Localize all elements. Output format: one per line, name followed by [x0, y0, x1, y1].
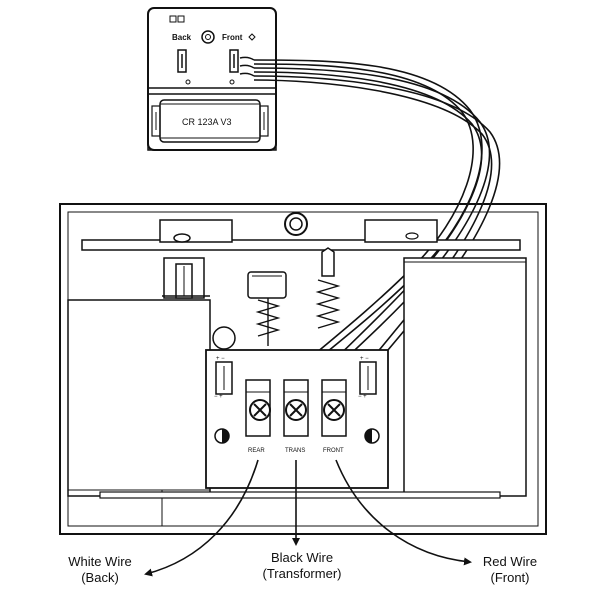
bottom-rail: [99, 491, 501, 499]
wire-loop: [239, 72, 255, 77]
program-button[interactable]: [201, 30, 215, 44]
trans-terminal[interactable]: [283, 379, 309, 437]
left-tone-bar: [67, 299, 211, 497]
wire-red: [253, 75, 501, 409]
front-terminal-label: FRONT: [323, 448, 344, 454]
indicator-square: [169, 15, 177, 23]
red-wire-arrow: [335, 459, 472, 566]
indicator-square: [177, 15, 185, 23]
trans-terminal-label: TRANS: [285, 448, 305, 454]
wire-bundle: [253, 59, 501, 411]
svg-text:+ −: + −: [216, 356, 225, 362]
wire-red-edge: [253, 79, 493, 405]
plunger-cap: [247, 271, 287, 299]
diamond-icon: [248, 33, 256, 41]
white-wire-sublabel: (Back): [81, 570, 119, 585]
plunger-tip: [212, 326, 236, 350]
mounting-hole: [284, 212, 308, 236]
chime-unit: − + − + + − + − REAR: [59, 203, 547, 535]
battery-label: CR 123A V3: [182, 117, 232, 127]
wire-black-edge: [253, 71, 483, 407]
battery-holder: [147, 93, 277, 151]
plunger-spring-right: [315, 279, 341, 329]
right-tone-bar: [403, 257, 527, 497]
mounting-bar: [81, 239, 521, 251]
chime-housing: [59, 203, 547, 535]
rear-terminal-label: REAR: [248, 448, 265, 454]
plunger-pointer: [321, 247, 335, 277]
callout-arrows: [144, 459, 472, 577]
white-wire-arrow: [144, 459, 259, 577]
wire-loop: [239, 56, 255, 61]
red-wire-sublabel: (Front): [491, 570, 530, 585]
rear-terminal[interactable]: [245, 379, 271, 437]
back-label: Back: [172, 33, 192, 42]
black-wire-label: Black Wire: [271, 550, 333, 565]
wire-white-edge: [253, 63, 474, 405]
white-wire-label: White Wire: [68, 554, 132, 569]
svg-text:− +: − +: [214, 394, 223, 400]
black-wire-sublabel: (Transformer): [263, 566, 342, 581]
svg-text:+ −: + −: [360, 356, 369, 362]
wireless-module: Back Front CR 123A V3: [147, 7, 277, 151]
red-wire-label: Red Wire: [483, 554, 537, 569]
svg-text:− +: − +: [358, 394, 367, 400]
wire-loop: [239, 64, 255, 69]
front-terminal[interactable]: [321, 379, 347, 437]
plunger-spring-left: [255, 298, 281, 346]
front-label: Front: [222, 33, 243, 42]
